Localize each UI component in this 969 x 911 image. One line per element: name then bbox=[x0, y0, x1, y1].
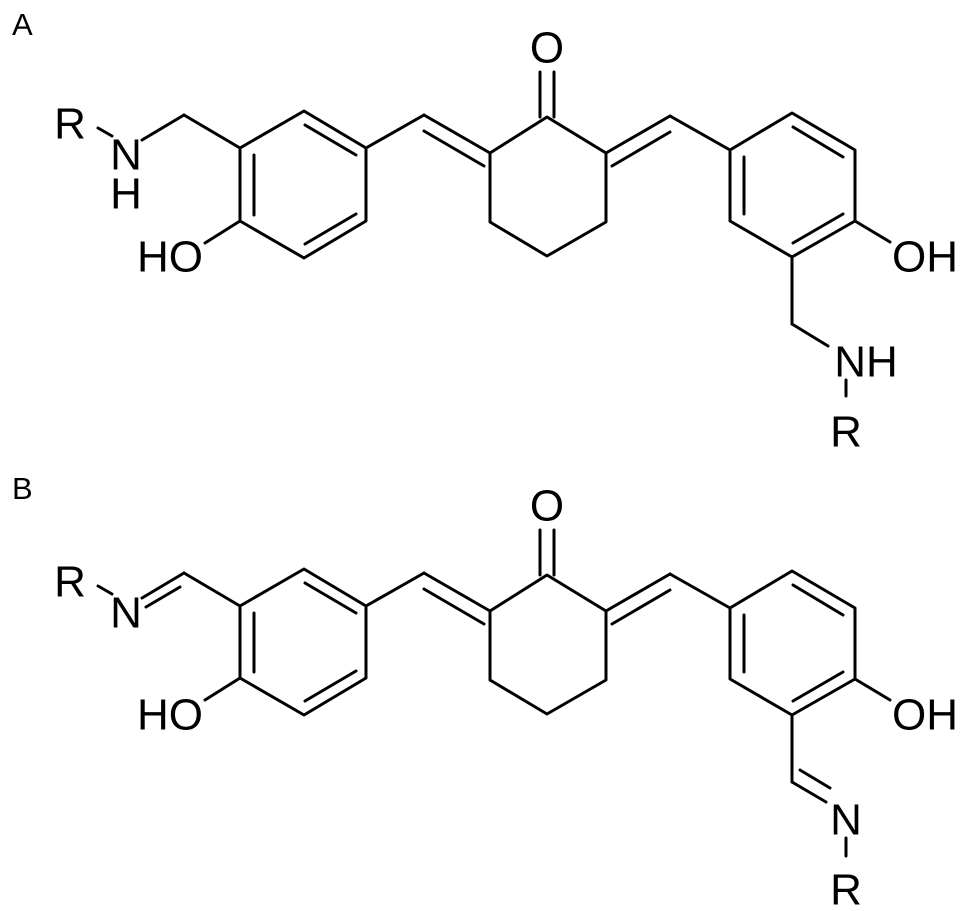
left-aromatic-ring bbox=[238, 567, 368, 717]
left-vinyl-bond bbox=[364, 571, 426, 608]
panel-label-b: B bbox=[12, 471, 33, 506]
right-vinyl-bond bbox=[668, 572, 732, 610]
right-imine-n-label: N bbox=[830, 796, 862, 845]
right-exocyclic-double-outer bbox=[604, 114, 672, 155]
left-imine-double-outer bbox=[140, 571, 186, 600]
right-r-group-label: R bbox=[830, 408, 862, 457]
right-amine-nh-label: NH bbox=[834, 338, 898, 387]
right-aromatic-ring bbox=[728, 569, 857, 717]
left-ch2-n-bond bbox=[140, 113, 186, 142]
right-r-group-label: R bbox=[830, 866, 862, 911]
right-oh-bond bbox=[853, 677, 892, 702]
right-ring-inner-bond-2 bbox=[791, 125, 845, 159]
left-vinyl-bond bbox=[364, 113, 426, 150]
left-aromatic-ring bbox=[238, 109, 368, 260]
left-ring-inner-bond-3 bbox=[303, 212, 358, 246]
cyclohexanone-ring bbox=[488, 115, 608, 258]
right-ring-inner-bond-3 bbox=[791, 670, 845, 703]
right-vinyl-bond bbox=[668, 114, 732, 152]
left-ring-inner-bond-3 bbox=[303, 669, 358, 703]
right-exocyclic-double-outer bbox=[604, 572, 672, 613]
left-r-n-bond bbox=[96, 126, 114, 138]
left-amine-h-label: H bbox=[110, 170, 142, 219]
structure-a-bonds bbox=[96, 70, 892, 398]
cyclohexanone-ring bbox=[488, 573, 608, 716]
structure-b-bonds bbox=[96, 528, 892, 858]
right-ch2-n-bond bbox=[790, 322, 830, 348]
left-r-group-label: R bbox=[54, 100, 86, 149]
left-exocyclic-double-inner bbox=[422, 129, 486, 168]
left-hydroxyl-label: HO bbox=[137, 691, 203, 740]
left-exocyclic-double-outer bbox=[422, 571, 492, 613]
left-imine-n-label: N bbox=[110, 589, 142, 638]
right-aromatic-ring bbox=[728, 111, 857, 259]
right-oh-bond bbox=[853, 219, 892, 244]
left-ho-bond bbox=[203, 219, 242, 245]
structure-b-atom-labels: O R N HO OH N R bbox=[54, 482, 958, 911]
right-ring-inner-bond-3 bbox=[791, 212, 845, 245]
structure-a: O R N H HO OH NH R bbox=[54, 24, 958, 457]
left-r-group-label: R bbox=[54, 558, 86, 607]
left-ch-bond bbox=[182, 571, 242, 608]
structure-a-atom-labels: O R N H HO OH NH R bbox=[54, 24, 958, 457]
structure-b: O R N HO OH N R bbox=[54, 482, 958, 911]
left-ho-bond bbox=[203, 676, 242, 702]
left-ring-inner-bond-2 bbox=[303, 581, 358, 615]
right-exocyclic-double-inner bbox=[610, 588, 672, 626]
left-amine-n-label: N bbox=[110, 131, 142, 180]
right-imine-double-outer bbox=[790, 780, 828, 804]
left-ring-inner-bond-2 bbox=[303, 123, 358, 157]
left-exocyclic-double-outer bbox=[422, 113, 492, 155]
left-hydroxyl-label: HO bbox=[137, 233, 203, 282]
left-imine-double-inner bbox=[144, 585, 182, 609]
left-exocyclic-double-inner bbox=[422, 587, 486, 626]
left-ch2-bond bbox=[182, 113, 242, 150]
ketone-oxygen-label: O bbox=[530, 24, 564, 73]
right-ring-inner-bond-2 bbox=[791, 583, 845, 617]
right-hydroxyl-label: OH bbox=[892, 691, 958, 740]
right-hydroxyl-label: OH bbox=[892, 233, 958, 282]
panel-label-a: A bbox=[12, 7, 33, 42]
ketone-oxygen-label: O bbox=[530, 482, 564, 531]
left-r-n-bond bbox=[96, 584, 114, 596]
right-imine-double-inner bbox=[798, 768, 832, 790]
right-exocyclic-double-inner bbox=[610, 130, 672, 168]
